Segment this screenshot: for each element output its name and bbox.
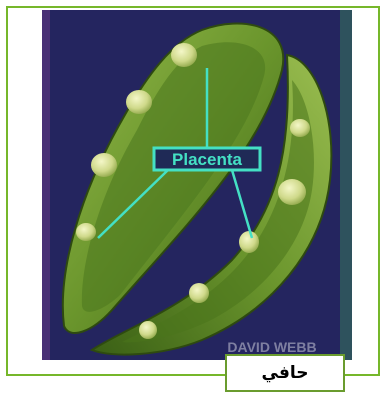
pea bbox=[239, 231, 259, 253]
pea bbox=[139, 321, 157, 339]
pea bbox=[171, 43, 197, 67]
pea bbox=[278, 179, 306, 205]
placenta-label: Placenta bbox=[172, 150, 242, 169]
photo-credit: DAVID WEBB bbox=[227, 339, 316, 355]
edge-band-right bbox=[340, 10, 352, 360]
pea bbox=[290, 119, 310, 137]
pea bbox=[189, 283, 209, 303]
pea bbox=[76, 223, 96, 241]
pea-pod-photo: Placenta DAVID WEBB bbox=[42, 10, 352, 360]
pea bbox=[126, 90, 152, 114]
caption-box: حافي bbox=[225, 354, 345, 392]
caption-text: حافي bbox=[262, 363, 309, 383]
pea bbox=[91, 153, 117, 177]
edge-band-left bbox=[42, 10, 50, 360]
pea-pod-illustration: Placenta DAVID WEBB bbox=[42, 10, 352, 360]
